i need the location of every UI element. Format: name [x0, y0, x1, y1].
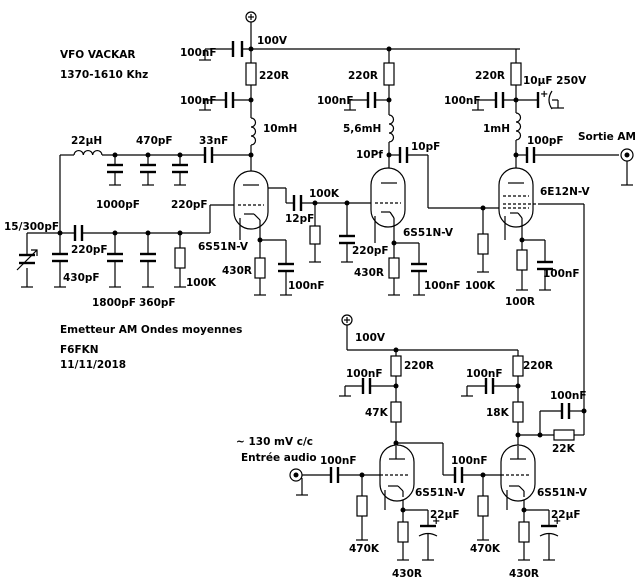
- label-1000pF: 1000pF: [96, 199, 140, 211]
- tube-t3-label: 6E12N-V: [540, 186, 590, 198]
- label-100nF-k2: 100nF: [424, 280, 461, 292]
- tube-t4: [379, 444, 415, 502]
- date: 11/11/2018: [60, 359, 126, 371]
- label-430R-t4: 430R: [392, 568, 422, 580]
- label-100nF-t2: 100nF: [317, 95, 354, 107]
- output-label: Sortie AM: [578, 131, 636, 143]
- label-47K: 47K: [365, 407, 389, 419]
- tube-t5-label: 6S51N-V: [537, 487, 588, 499]
- input-jack: [289, 468, 303, 482]
- label-10Pf: 10Pf: [356, 149, 383, 161]
- label-10pF: 10pF: [411, 141, 440, 153]
- label-100nF-fb: 100nF: [550, 390, 587, 402]
- label-22uF-b: 22µF: [551, 509, 581, 521]
- supply-terminal-top: [245, 11, 257, 23]
- wires: [26, 22, 628, 560]
- capacitors: + + +: [16, 41, 571, 537]
- tube-t4-label: 6S51N-V: [415, 487, 466, 499]
- label-100K-a: 100K: [186, 277, 217, 289]
- description: Emetteur AM Ondes moyennes: [60, 324, 242, 336]
- label-100pF: 100pF: [527, 135, 564, 147]
- label-430R-t2: 430R: [354, 267, 384, 279]
- label-1800pF: 1800pF: [92, 297, 136, 309]
- label-100nF-k3: 100nF: [543, 268, 580, 280]
- label-100nF-cpl: 100nF: [451, 455, 488, 467]
- label-220R-t4: 220R: [404, 360, 434, 372]
- title: VFO VACKAR: [60, 49, 135, 61]
- svg-text:+: +: [432, 516, 440, 527]
- output-jack: [620, 148, 634, 162]
- label-12pF: 12pF: [285, 213, 314, 225]
- tube-t2-label: 6S51N-V: [403, 227, 454, 239]
- tube-t2: [370, 167, 406, 228]
- label-100nF-t1: 100nF: [180, 95, 217, 107]
- svg-text:+: +: [540, 89, 548, 100]
- label-100nF-top: 100nF: [180, 47, 217, 59]
- label-220pF-c: 220pF: [352, 245, 389, 257]
- svg-text:+: +: [553, 516, 561, 527]
- label-430R-t1: 430R: [222, 265, 252, 277]
- label-100nF-k1: 100nF: [288, 280, 325, 292]
- label-10mH: 10mH: [263, 123, 297, 135]
- inductors: [73, 112, 522, 156]
- label-10uF-250V: 10µF 250V: [523, 75, 587, 87]
- junctions: [57, 46, 587, 513]
- label-18K: 18K: [486, 407, 510, 419]
- label-220pF-a: 220pF: [171, 199, 208, 211]
- label-470K-b: 470K: [470, 543, 501, 555]
- label-430R-t5: 430R: [509, 568, 539, 580]
- label-100K-mid: 100K: [309, 188, 340, 200]
- supply-label-bottom: 100V: [355, 332, 386, 344]
- label-220R-t2: 220R: [348, 70, 378, 82]
- label-33nF: 33nF: [199, 135, 228, 147]
- supply-terminal-bottom: [341, 314, 353, 326]
- tube-t1-label: 6S51N-V: [198, 241, 249, 253]
- label-470pF: 470pF: [136, 135, 173, 147]
- label-100nF-t4: 100nF: [346, 368, 383, 380]
- tube-t3: [498, 167, 540, 228]
- supply-label-top: 100V: [257, 35, 288, 47]
- labels: VFO VACKAR 1370-1610 Khz Emetteur AM Ond…: [4, 35, 636, 580]
- label-100nF-in: 100nF: [320, 455, 357, 467]
- label-220R-t5: 220R: [523, 360, 553, 372]
- tube-t5: [500, 444, 536, 502]
- label-22uF-a: 22µF: [430, 509, 460, 521]
- freq-range: 1370-1610 Khz: [60, 69, 148, 81]
- resistors: [174, 62, 575, 543]
- label-22uH: 22µH: [71, 135, 102, 147]
- label-220R-t3: 220R: [475, 70, 505, 82]
- label-470K-a: 470K: [349, 543, 380, 555]
- label-5-6mH: 5,6mH: [343, 123, 381, 135]
- label-220R-t1: 220R: [259, 70, 289, 82]
- label-100nF-t3: 100nF: [444, 95, 481, 107]
- label-220pF-b: 220pF: [71, 244, 108, 256]
- label-100nF-t5: 100nF: [466, 368, 503, 380]
- label-360pF: 360pF: [139, 297, 176, 309]
- input-label: Entrée audio: [241, 452, 317, 464]
- label-1mH: 1mH: [483, 123, 510, 135]
- grounds: [21, 59, 633, 561]
- input-level-label: ~ 130 mV c/c: [236, 436, 313, 448]
- label-22K: 22K: [552, 443, 576, 455]
- label-430pF-a: 430pF: [63, 272, 100, 284]
- label-100K-b: 100K: [465, 280, 496, 292]
- label-15-300pF: 15/300pF: [4, 221, 59, 233]
- callsign: F6FKN: [60, 344, 99, 356]
- label-100R: 100R: [505, 296, 535, 308]
- tube-t1: [233, 170, 269, 230]
